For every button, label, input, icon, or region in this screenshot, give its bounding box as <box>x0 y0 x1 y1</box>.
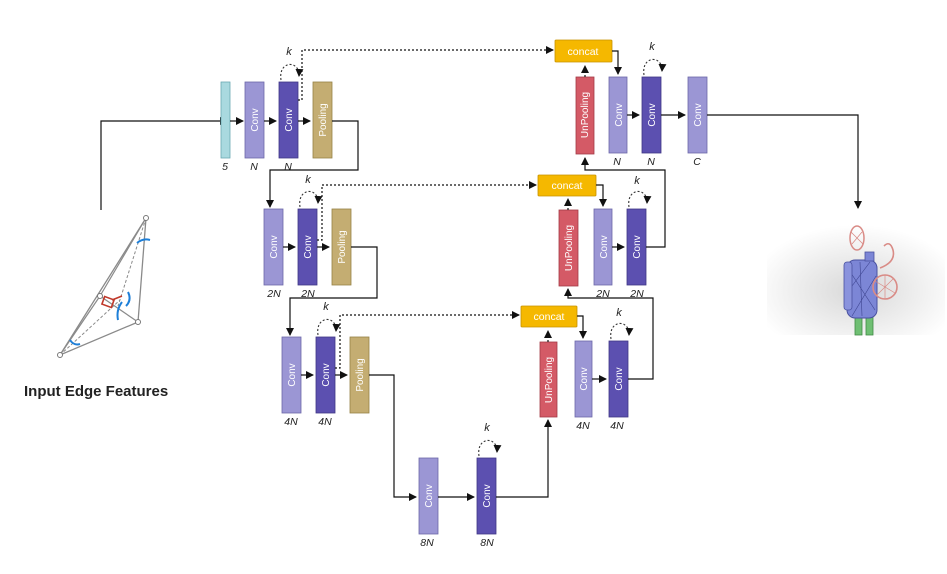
pooling-label: Pooling <box>355 358 366 391</box>
k-repeat-loop <box>643 58 667 76</box>
k-label: k <box>305 174 311 186</box>
dim-label-2n: 2N <box>266 288 281 300</box>
conv-label: Conv <box>614 367 625 390</box>
dim-label-n: N <box>613 156 621 168</box>
conv-label: Conv <box>284 108 295 131</box>
conv-label: Conv <box>482 484 493 507</box>
concat-label: concat <box>568 46 599 58</box>
dim-label-2n: 2N <box>300 288 315 300</box>
conv-label: Conv <box>287 363 298 386</box>
dim-label-4n: 4N <box>284 416 298 428</box>
conv-label: Conv <box>579 367 590 390</box>
input-feature-block <box>220 81 231 159</box>
k-repeat-loop <box>280 63 304 81</box>
k-repeat-loop <box>299 190 323 208</box>
conv-label: Conv <box>632 235 643 258</box>
conv-label: Conv <box>647 103 658 126</box>
conv-label: Conv <box>250 108 261 131</box>
pooling-label: Pooling <box>318 103 329 136</box>
concat-label: concat <box>552 180 583 192</box>
dim-label-n: N <box>250 161 258 173</box>
k-label: k <box>634 175 640 187</box>
dim-label-8n: 8N <box>420 537 434 549</box>
input-arrow <box>100 117 228 210</box>
k-label: k <box>649 41 655 53</box>
dim-label-2n: 2N <box>629 288 644 300</box>
input-edge-features-caption: Input Edge Features <box>24 383 169 400</box>
conv-label: Conv <box>599 235 610 258</box>
pooling-label: Pooling <box>337 230 348 263</box>
k-repeat-loop <box>478 439 502 457</box>
k-label: k <box>484 422 490 434</box>
conv-label: Conv <box>693 103 704 126</box>
unpooling-label: UnPooling <box>564 225 575 271</box>
k-repeat-loop <box>317 318 341 336</box>
k-label: k <box>323 301 329 313</box>
skip-connection-l1 <box>298 46 554 101</box>
dim-label-input: 5 <box>222 161 228 173</box>
dim-label-4n: 4N <box>318 416 332 428</box>
pooling-block-l1 <box>312 81 333 159</box>
conv-label: Conv <box>303 235 314 258</box>
dim-label-4n: 4N <box>610 420 624 432</box>
conv-block-l1-a <box>244 81 265 159</box>
dim-label-n: N <box>284 161 292 173</box>
conv-label: Conv <box>614 103 625 126</box>
unpooling-label: UnPooling <box>544 357 555 403</box>
skip-connection-l2 <box>317 181 537 241</box>
conv-block-bottleneck-b <box>476 457 497 535</box>
triangle-mesh-edge-icon <box>57 215 151 358</box>
concat-label: concat <box>534 311 565 323</box>
dim-label-c: C <box>693 156 701 168</box>
conv-label: Conv <box>269 235 280 258</box>
dim-label-8n: 8N <box>480 537 494 549</box>
conv-block-l1-b <box>278 81 299 159</box>
k-label: k <box>616 307 622 319</box>
dim-label-n: N <box>647 156 655 168</box>
dim-label-4n: 4N <box>576 420 590 432</box>
conv-label: Conv <box>424 484 435 507</box>
conv-block-bottleneck-a <box>418 457 439 535</box>
output-arrow <box>707 114 862 209</box>
output-segmented-mesh-icon <box>767 225 945 336</box>
k-repeat-loop <box>628 190 652 208</box>
k-repeat-loop <box>610 322 634 340</box>
dim-label-2n: 2N <box>595 288 610 300</box>
k-label: k <box>286 46 292 58</box>
unpooling-label: UnPooling <box>580 92 591 138</box>
conv-label: Conv <box>321 363 332 386</box>
